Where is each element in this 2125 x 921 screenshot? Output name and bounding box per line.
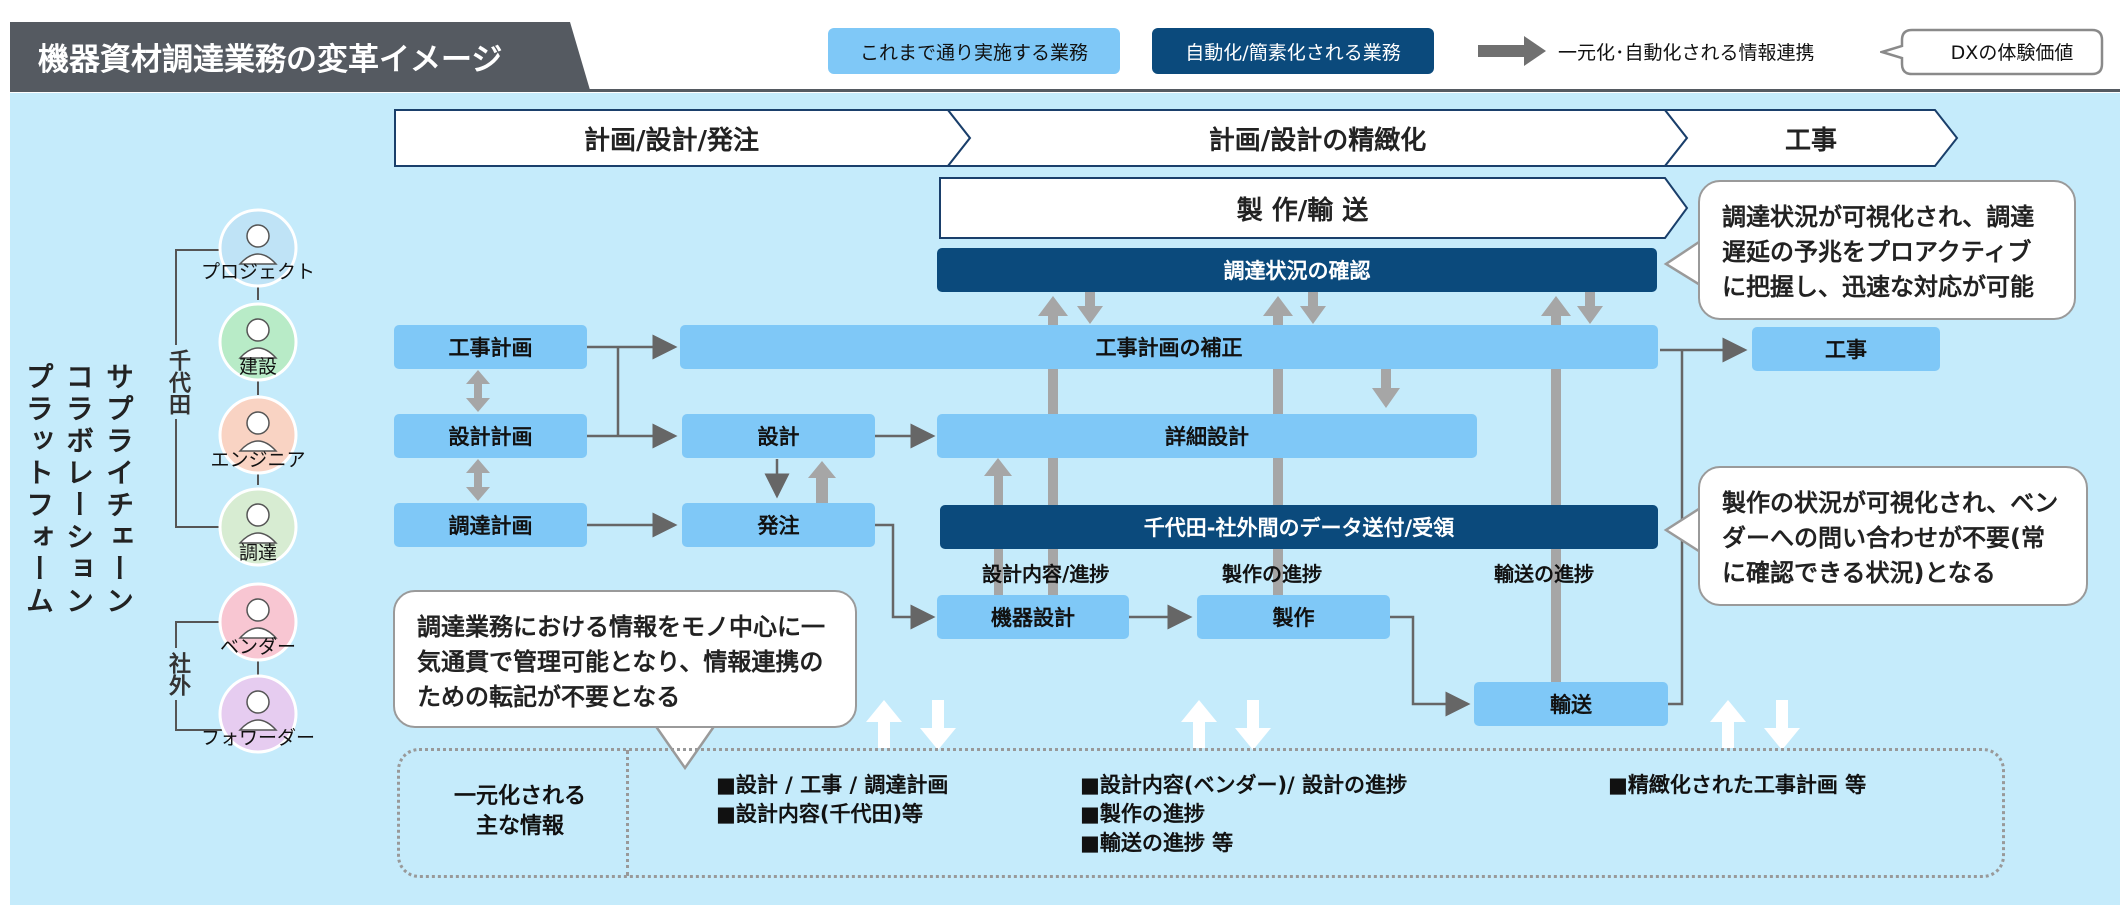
box-transport: 輸送 <box>1474 682 1668 726</box>
unified-info-col1: ■設計 / 工事 / 調達計画 ■設計内容(千代田)等 <box>716 771 948 829</box>
unified-info-col2: ■設計内容(ベンダー)/ 設計の進捗 ■製作の進捗 ■輸送の進捗 等 <box>1080 771 1407 858</box>
info-item: ■輸送の進捗 等 <box>1080 831 1234 855</box>
box-procurement-plan: 調達計画 <box>394 503 587 547</box>
box-detailed-design: 詳細設計 <box>937 414 1477 458</box>
callout-information-management: 調達業務における情報をモノ中心に一気通貫で管理可能となり、情報連携のための転記が… <box>393 590 857 728</box>
unified-info-col3: ■精緻化された工事計画 等 <box>1608 771 1866 800</box>
phase-refinement: 計画/設計の精緻化 <box>1208 125 1427 156</box>
callout-manufacture-visibility: 製作の状況が可視化され、ベンダーへの問い合わせが不要(常に確認できる状況)となる <box>1698 466 2088 606</box>
group-chiyoda-label: 千代田 <box>161 345 193 419</box>
page-title-text: 機器資材調達業務の変革イメージ <box>38 41 503 78</box>
phase-manufacture-transport: 製 作/輸 送 <box>1236 195 1369 226</box>
unified-info-label: 一元化される 主な情報 <box>453 784 586 839</box>
box-construction-plan: 工事計画 <box>394 325 587 369</box>
role-vendor: ベンダー <box>219 636 296 658</box>
info-item: ■製作の進捗 <box>1080 802 1205 826</box>
box-construction: 工事 <box>1752 327 1940 371</box>
role-forwarder: フォワーダー <box>200 727 315 749</box>
phase-plan-design-order: 計画/設計/発注 <box>584 125 759 156</box>
info-item: ■設計内容(千代田)等 <box>716 802 924 826</box>
role-project: プロジェクト <box>200 261 315 283</box>
box-procurement-status: 調達状況の確認 <box>937 248 1657 292</box>
role-construction: 建設 <box>238 356 277 378</box>
group-external-label: 社外 <box>161 648 193 700</box>
unified-info-divider <box>626 750 629 876</box>
role-procurement: 調達 <box>238 542 277 564</box>
role-engineer: エンジニア <box>210 449 306 471</box>
legend-existing-label: これまで通り実施する業務 <box>859 41 1088 64</box>
legend-existing: これまで通り実施する業務 <box>828 28 1120 74</box>
legend-arrow-icon <box>1478 36 1546 66</box>
box-order: 発注 <box>682 503 875 547</box>
legend-automated-label: 自動化/簡素化される業務 <box>1185 41 1401 64</box>
page-title: 機器資材調達業務の変革イメージ <box>10 22 590 90</box>
box-data-exchange: 千代田-社外間のデータ送付/受領 <box>940 505 1658 549</box>
info-item: ■設計 / 工事 / 調達計画 <box>716 773 949 797</box>
box-plan-revision: 工事計画の補正 <box>680 325 1658 369</box>
box-manufacture: 製作 <box>1197 595 1390 639</box>
header-divider <box>10 89 2120 92</box>
unified-info-panel <box>397 748 2005 878</box>
legend-dx-label: DXの体験価値 <box>1950 42 2074 64</box>
label-manufacture-progress: 製作の進捗 <box>1222 562 1322 586</box>
box-design-plan: 設計計画 <box>394 414 587 458</box>
phase-construction: 工事 <box>1784 125 1837 156</box>
info-item: ■設計内容(ベンダー)/ 設計の進捗 <box>1080 773 1408 797</box>
platform-label: サプライチェーン コラボレーション プラットフォーム <box>22 362 135 618</box>
info-item: ■精緻化された工事計画 等 <box>1608 773 1867 797</box>
box-design: 設計 <box>682 414 875 458</box>
legend-automated: 自動化/簡素化される業務 <box>1152 28 1434 74</box>
callout-procurement-visibility: 調達状況が可視化され、調達遅延の予兆をプロアクティブに把握し、迅速な対応が可能 <box>1698 180 2076 320</box>
legend-dx-callout-icon <box>1880 28 2104 76</box>
label-transport-progress: 輸送の進捗 <box>1494 562 1594 586</box>
legend-arrow-label: 一元化･自動化される情報連携 <box>1558 42 1815 64</box>
box-equipment-design: 機器設計 <box>937 595 1129 639</box>
label-design-progress: 設計内容/進捗 <box>982 562 1110 586</box>
